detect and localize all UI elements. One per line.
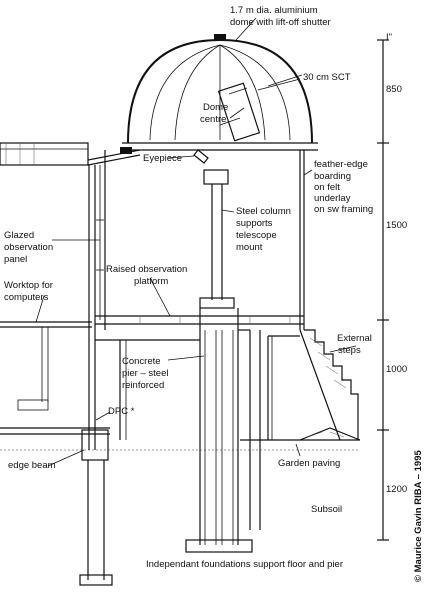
label-raised-platform: Raised observation platform: [106, 264, 190, 287]
edge-beam-foundation: [79, 429, 113, 586]
label-eyepiece: Eyepiece: [143, 153, 182, 164]
telescope-sct: [217, 78, 301, 142]
label-subsoil: Subsoil: [311, 504, 342, 515]
house-wall: [0, 142, 141, 450]
dome-finial: [214, 34, 226, 41]
dim-1000: 1000: [386, 364, 407, 375]
floor-structure: [95, 335, 300, 440]
eyepiece: [193, 149, 209, 164]
dome: [122, 34, 318, 151]
label-garden-paving: Garden paving: [278, 458, 340, 469]
label-edge-beam: edge beam: [8, 460, 56, 471]
label-dpc: DPC *: [108, 406, 135, 417]
dimension-line: [377, 39, 389, 541]
label-worktop: Worktop for computers: [4, 280, 56, 303]
label-external-steps: External steps: [337, 333, 375, 356]
dim-1200: 1200: [386, 484, 407, 495]
observatory-walls: [104, 150, 305, 330]
label-concrete-pier: Concrete pier – steel reinforced: [122, 356, 171, 391]
concrete-pier: [185, 308, 261, 553]
label-glazed-panel: Glazed observation panel: [4, 230, 56, 265]
label-steel-column: Steel column supports telescope mount: [236, 206, 294, 253]
label-cladding: feather-edge boarding on felt underlay o…: [314, 159, 373, 215]
garden-paving: [299, 427, 361, 441]
dim-850: 850: [386, 84, 402, 95]
label-sct: 30 cm SCT: [303, 72, 351, 83]
credit-text: © Maurice Gavin RIBA – 1995: [413, 449, 424, 582]
external-steps: [299, 329, 359, 441]
dim-1500: 1500: [386, 220, 407, 231]
label-dome-centre: Dome centre: [200, 102, 231, 125]
label-dome: 1.7 m dia. aluminium dome with lift-off …: [230, 5, 331, 28]
worktop: [0, 321, 92, 411]
dim-top-tick: I": [386, 32, 392, 43]
steel-column: [199, 169, 235, 309]
ground-line: [0, 427, 360, 451]
leader-lines: [35, 17, 357, 467]
label-foundations: Independant foundations support floor an…: [146, 559, 343, 570]
